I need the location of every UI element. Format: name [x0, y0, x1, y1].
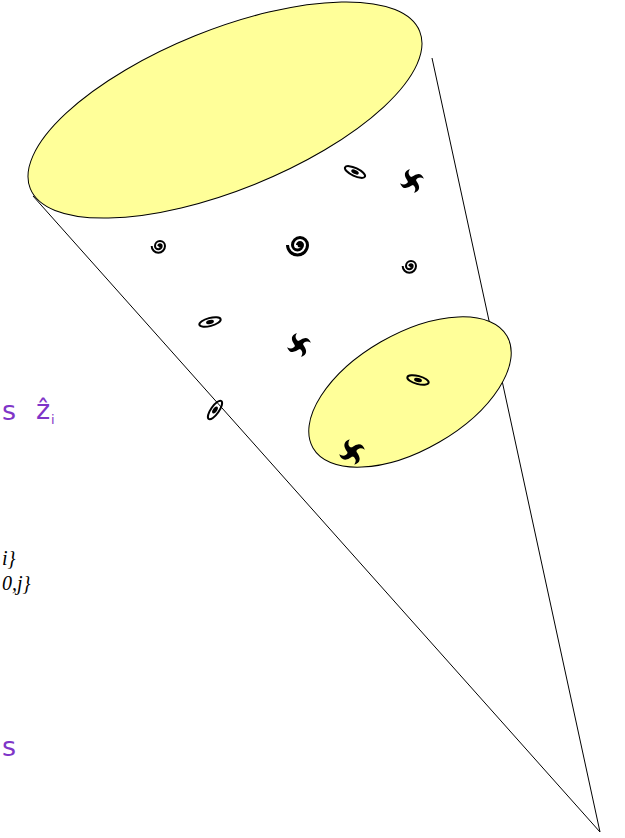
far-slice-ellipse: [0, 0, 449, 263]
galaxies: [152, 164, 430, 465]
cut-text: s: [2, 733, 16, 760]
cone-edge: [33, 196, 600, 832]
cut-text: s: [2, 397, 16, 424]
math-fragment: 0,j}: [2, 573, 31, 593]
math-symbol: ẑ: [36, 396, 50, 423]
cone-edge: [432, 58, 600, 832]
near-slice-ellipse: [284, 286, 536, 498]
math-subscript: i: [51, 413, 55, 426]
math-fragment: i}: [2, 548, 16, 568]
